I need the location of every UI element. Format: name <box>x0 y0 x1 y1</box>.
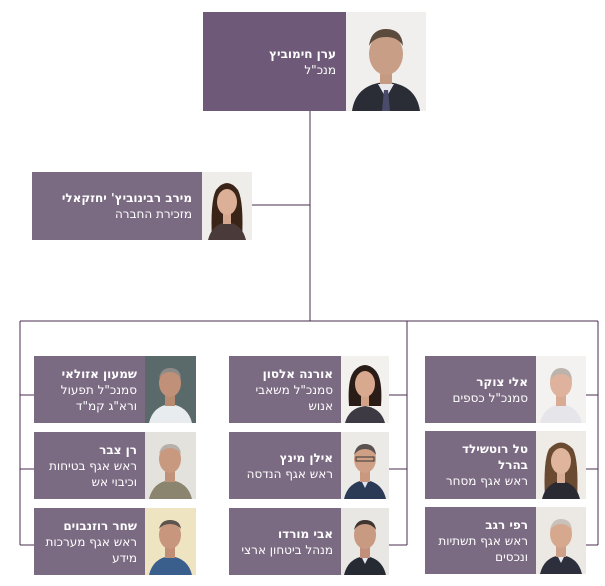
staff-card-right-1[interactable]: אלי צוקר סמנכ"ל כספים <box>425 356 586 423</box>
staff-card-left-1[interactable]: שמעון אזולאי סמנכ"ל תפעול ורא"ג קמ"ד <box>34 356 196 423</box>
staff-portrait <box>536 431 586 499</box>
staff-name: אלי צוקר <box>476 374 528 389</box>
staff-info: אבי מורדו מנהל ביטחון ארצי <box>229 508 341 575</box>
staff-portrait <box>145 432 196 499</box>
staff-portrait <box>536 356 586 423</box>
staff-name: אבי מורדו <box>278 526 333 541</box>
staff-title: סמנכ"ל משאבי אנוש <box>255 382 333 413</box>
staff-info: אילן מינץ ראש אגף הנדסה <box>229 432 341 499</box>
ceo-title: מנכ"ל <box>304 62 336 77</box>
secretary-info: מירב רבינוביץ' יחזקאלי מזכירת החברה <box>32 172 202 240</box>
staff-title: ראש אגף בטיחות וכיבוי אש <box>49 458 137 489</box>
staff-card-middle-1[interactable]: אורנה אלסון סמנכ"ל משאבי אנוש <box>229 356 389 423</box>
staff-title: ראש אגף מערכות מידע <box>45 534 137 565</box>
staff-photo <box>341 356 389 423</box>
staff-portrait <box>341 432 389 499</box>
staff-card-middle-2[interactable]: אילן מינץ ראש אגף הנדסה <box>229 432 389 499</box>
secretary-name: מירב רבינוביץ' יחזקאלי <box>61 191 192 205</box>
staff-info: אלי צוקר סמנכ"ל כספים <box>425 356 536 423</box>
staff-info: שחר רוזנבוים ראש אגף מערכות מידע <box>34 508 145 575</box>
staff-card-left-2[interactable]: רן צבר ראש אגף בטיחות וכיבוי אש <box>34 432 196 499</box>
ceo-card[interactable]: ערן חימוביץ מנכ"ל <box>203 12 426 111</box>
staff-name: שחר רוזנבוים <box>63 518 137 533</box>
secretary-portrait <box>202 172 252 240</box>
ceo-photo <box>346 12 426 111</box>
staff-title: ראש אגף הנדסה <box>246 466 333 481</box>
staff-name: אילן מינץ <box>279 450 333 465</box>
staff-portrait <box>145 508 196 575</box>
staff-portrait <box>536 507 586 574</box>
staff-photo <box>341 508 389 575</box>
staff-card-middle-3[interactable]: אבי מורדו מנהל ביטחון ארצי <box>229 508 389 575</box>
staff-name: רן צבר <box>99 442 137 457</box>
staff-name: אורנה אלסון <box>262 366 333 381</box>
staff-card-right-2[interactable]: טל רוטשילד בהרל ראש אגף מסחר <box>425 431 586 499</box>
ceo-name: ערן חימוביץ <box>269 46 336 61</box>
secretary-card[interactable]: מירב רבינוביץ' יחזקאלי מזכירת החברה <box>32 172 252 240</box>
staff-name: רפי רגב <box>485 517 528 532</box>
staff-photo <box>341 432 389 499</box>
staff-card-right-3[interactable]: רפי רגב ראש אגף תשתיות ונכסים <box>425 507 586 574</box>
staff-card-left-3[interactable]: שחר רוזנבוים ראש אגף מערכות מידע <box>34 508 196 575</box>
staff-photo <box>145 432 196 499</box>
staff-portrait <box>145 356 196 423</box>
staff-title: ראש אגף מסחר <box>445 474 528 488</box>
staff-info: רפי רגב ראש אגף תשתיות ונכסים <box>425 507 536 574</box>
ceo-portrait <box>346 12 426 111</box>
staff-photo <box>536 507 586 574</box>
staff-photo <box>145 508 196 575</box>
ceo-info: ערן חימוביץ מנכ"ל <box>203 12 346 111</box>
staff-info: רן צבר ראש אגף בטיחות וכיבוי אש <box>34 432 145 499</box>
staff-portrait <box>341 508 389 575</box>
staff-name: שמעון אזולאי <box>61 366 137 381</box>
staff-title: סמנכ"ל כספים <box>452 390 528 405</box>
staff-name: טל רוטשילד בהרל <box>461 442 528 472</box>
staff-portrait <box>341 356 389 423</box>
staff-info: שמעון אזולאי סמנכ"ל תפעול ורא"ג קמ"ד <box>34 356 145 423</box>
staff-title: סמנכ"ל תפעול ורא"ג קמ"ד <box>60 382 137 413</box>
secretary-photo <box>202 172 252 240</box>
staff-photo <box>145 356 196 423</box>
staff-title: מנהל ביטחון ארצי <box>241 542 333 557</box>
staff-title: ראש אגף תשתיות ונכסים <box>438 533 528 564</box>
staff-info: טל רוטשילד בהרל ראש אגף מסחר <box>425 431 536 499</box>
staff-photo <box>536 356 586 423</box>
secretary-title: מזכירת החברה <box>114 207 192 221</box>
staff-photo <box>536 431 586 499</box>
staff-info: אורנה אלסון סמנכ"ל משאבי אנוש <box>229 356 341 423</box>
